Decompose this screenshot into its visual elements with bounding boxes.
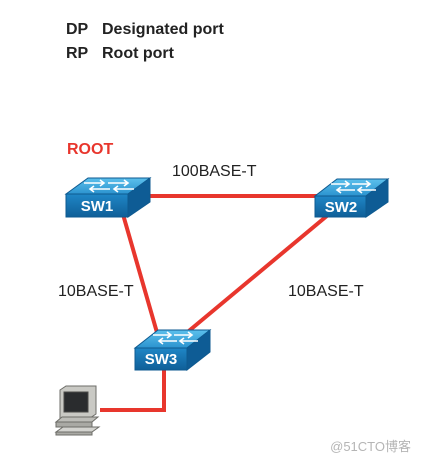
legend-entry-rp: RP Root port (66, 45, 174, 63)
link-label-sw2-sw3: 10BASE-T (288, 283, 364, 300)
root-label: ROOT (67, 141, 114, 158)
link-sw2-sw3 (170, 203, 342, 347)
link-sw3-pc (100, 365, 166, 412)
link-label-sw1-sw3: 10BASE-T (58, 283, 134, 300)
switch-arrows-icon (84, 179, 134, 193)
link-sw1-sw3 (118, 203, 162, 344)
switch-label-sw3: SW3 (145, 351, 178, 368)
watermark: @51CTO博客 (330, 439, 411, 454)
link-label-sw1-sw2: 100BASE-T (172, 163, 257, 180)
switch-sw2[interactable]: SW2 (313, 177, 390, 218)
legend-entry-dp: DP Designated port (66, 21, 224, 39)
switch-arrows-icon (331, 180, 376, 194)
switch-label-sw1: SW1 (81, 198, 114, 215)
workstation-pc-icon[interactable] (54, 385, 101, 436)
legend-text: Designated port (102, 21, 224, 38)
legend-abbr: DP (66, 21, 89, 38)
switch-sw3[interactable]: SW3 (133, 328, 212, 372)
legend-text: Root port (102, 45, 174, 62)
legend-abbr: RP (66, 45, 89, 62)
switch-sw1[interactable]: SW1 (64, 177, 152, 218)
switch-label-sw2: SW2 (325, 199, 358, 216)
switch-arrows-icon (153, 331, 198, 345)
